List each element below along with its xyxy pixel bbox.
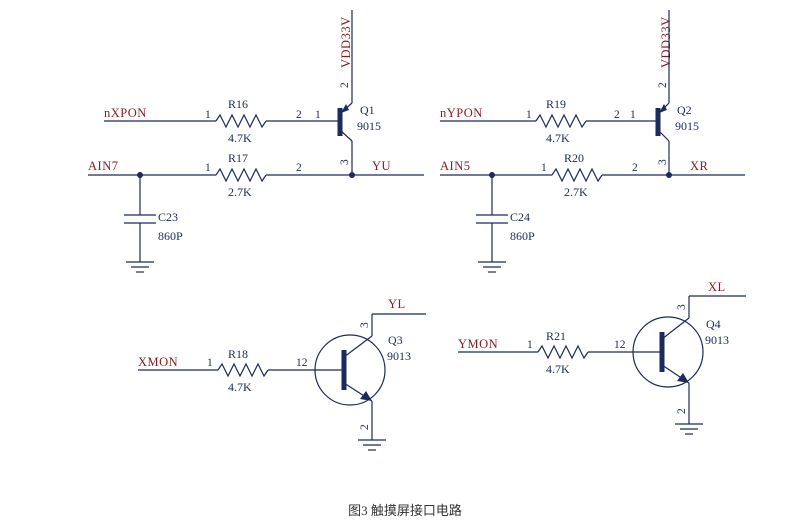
r17-resistor bbox=[215, 167, 267, 183]
r19-resistor bbox=[535, 113, 587, 129]
r19-ref: R19 bbox=[546, 97, 566, 111]
vdd-left-label: VDD33V bbox=[339, 16, 353, 68]
ground-icon bbox=[358, 439, 386, 451]
q3-pin-3: 3 bbox=[359, 322, 371, 328]
r16-resistor bbox=[215, 113, 267, 129]
r18-pin-1: 1 bbox=[207, 357, 213, 369]
r18-ref: R18 bbox=[228, 347, 248, 361]
yu-label: YU bbox=[372, 159, 391, 173]
r19-value: 4.7K bbox=[546, 131, 570, 145]
yl-label: YL bbox=[388, 297, 406, 311]
r18-resistor bbox=[217, 362, 269, 378]
r20-resistor bbox=[551, 167, 603, 183]
q2-pin-1: 1 bbox=[630, 109, 636, 121]
r16-pin-2: 2 bbox=[296, 109, 302, 121]
q3-ref: Q3 bbox=[388, 333, 403, 347]
q1-collector-lead bbox=[339, 129, 353, 142]
q1-pin-1: 1 bbox=[315, 109, 321, 121]
c24-value: 860P bbox=[510, 229, 535, 243]
r21-resistor bbox=[537, 344, 589, 360]
q4-pin-3: 3 bbox=[676, 304, 688, 310]
q1-drive-circuit: VDD33V 2 nXPON 1 R16 4.7K 2 1 Q1 9015 3 … bbox=[88, 10, 424, 273]
nypon-label: nYPON bbox=[440, 106, 483, 120]
nxpon-label: nXPON bbox=[104, 106, 147, 120]
r20-value: 2.7K bbox=[564, 185, 588, 199]
r19-pin-2: 2 bbox=[614, 109, 620, 121]
r20-ref: R20 bbox=[564, 151, 584, 165]
q4-drive-circuit: YMON 1 R21 4.7K 12 Q4 9013 XL 3 2 bbox=[458, 280, 746, 435]
ground-icon bbox=[675, 423, 703, 435]
c23-value: 860P bbox=[158, 229, 183, 243]
q1-part: 9015 bbox=[357, 119, 381, 133]
figure-caption: 图3 触摸屏接口电路 bbox=[348, 503, 462, 518]
q3-pin-2: 2 bbox=[359, 424, 371, 430]
r17-pin-1: 1 bbox=[205, 162, 211, 174]
ymon-label: YMON bbox=[458, 337, 498, 351]
q2-emitter-arrow bbox=[659, 104, 667, 113]
c23-ref: C23 bbox=[158, 210, 178, 224]
ground-icon bbox=[478, 261, 506, 273]
q4-pin-2: 2 bbox=[676, 408, 688, 414]
q2-ref: Q2 bbox=[677, 103, 692, 117]
r16-pin-1: 1 bbox=[205, 109, 211, 121]
ground-icon bbox=[126, 261, 154, 273]
xl-label: XL bbox=[708, 280, 726, 294]
q1-emitter-arrow bbox=[341, 104, 349, 113]
r20-pin-1: 1 bbox=[541, 162, 547, 174]
r17-ref: R17 bbox=[228, 151, 248, 165]
r21-ref: R21 bbox=[546, 329, 566, 343]
q4-ref: Q4 bbox=[706, 317, 721, 331]
r17-value: 2.7K bbox=[228, 185, 252, 199]
r17-pin-2: 2 bbox=[296, 162, 302, 174]
q4-part: 9013 bbox=[705, 333, 729, 347]
q2-pin-3: 3 bbox=[657, 159, 669, 165]
r18-value: 4.7K bbox=[228, 380, 252, 394]
q1-ref: Q1 bbox=[360, 103, 375, 117]
q3-pin-12: 12 bbox=[296, 357, 308, 369]
q2-part: 9015 bbox=[675, 119, 699, 133]
q3-part: 9013 bbox=[387, 349, 411, 363]
q1-pin-3: 3 bbox=[339, 159, 351, 165]
q2-pin-2: 2 bbox=[657, 82, 669, 88]
ain7-label: AIN7 bbox=[88, 159, 118, 173]
q3-body bbox=[314, 334, 386, 406]
q4-collector-lead bbox=[661, 317, 690, 340]
r19-pin-1: 1 bbox=[526, 109, 532, 121]
q2-drive-circuit: VDD33V 2 nYPON 1 R19 4.7K 2 1 Q2 9015 3 … bbox=[440, 10, 745, 273]
ain5-label: AIN5 bbox=[440, 159, 470, 173]
q3-drive-circuit: XMON 1 R18 4.7K 12 Q3 9013 YL 3 2 bbox=[138, 297, 426, 451]
q4-emitter-arrow bbox=[677, 373, 689, 383]
xr-label: XR bbox=[690, 159, 709, 173]
q4-body bbox=[632, 316, 704, 388]
q2-collector-lead bbox=[657, 129, 670, 142]
r20-pin-2: 2 bbox=[632, 162, 638, 174]
q3-emitter-arrow bbox=[360, 391, 372, 401]
r21-pin-1: 1 bbox=[527, 339, 533, 351]
r21-value: 4.7K bbox=[546, 362, 570, 376]
vdd-right-label: VDD33V bbox=[659, 16, 673, 68]
xr-junction bbox=[666, 172, 672, 178]
r16-value: 4.7K bbox=[228, 131, 252, 145]
q3-collector-lead bbox=[343, 335, 373, 358]
q1-pin-2: 2 bbox=[339, 82, 351, 88]
q4-pin-12: 12 bbox=[614, 339, 626, 351]
yu-junction bbox=[349, 172, 355, 178]
r16-ref: R16 bbox=[228, 97, 248, 111]
xmon-label: XMON bbox=[138, 355, 178, 369]
c24-ref: C24 bbox=[510, 210, 530, 224]
